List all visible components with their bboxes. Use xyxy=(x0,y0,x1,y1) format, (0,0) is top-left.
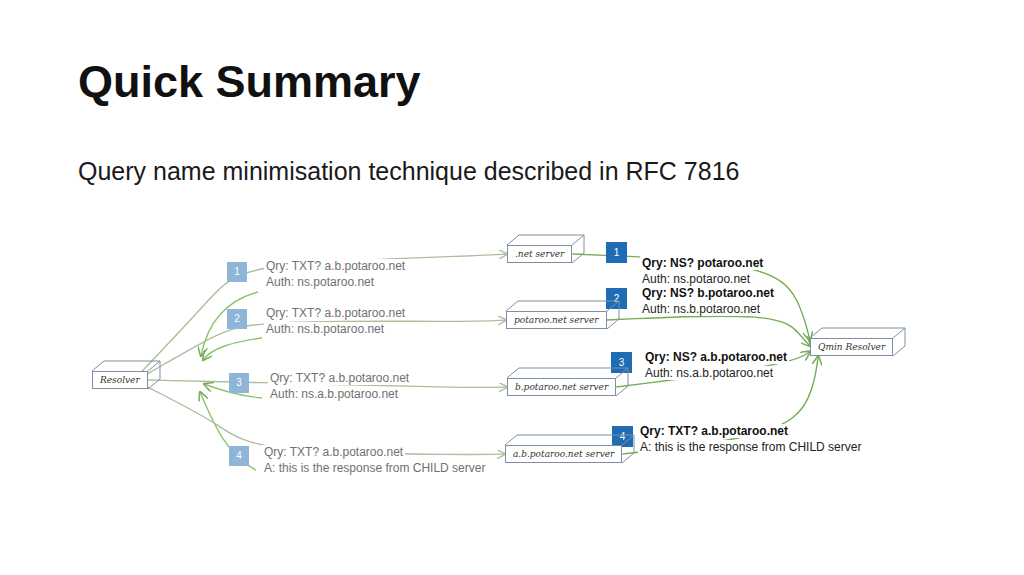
message-text: Qry: NS? b.potaroo.net xyxy=(640,286,776,300)
box-depth xyxy=(506,311,607,329)
box-depth-line xyxy=(92,361,160,389)
callout-number: 1 xyxy=(227,262,247,282)
server-box: Qmin Resolver xyxy=(810,338,893,356)
message-text: Auth: ns.a.b.potaroo.net xyxy=(643,366,775,380)
box-label: b.potaroo.net server xyxy=(515,382,608,392)
box-label: Qmin Resolver xyxy=(818,342,885,352)
query-arrow xyxy=(607,316,810,346)
message-text: Qry: TXT? a.b.potaroo.net xyxy=(264,259,407,273)
box-depth-line xyxy=(506,301,619,329)
slide-subtitle: Query name minimisation technique descri… xyxy=(78,157,739,186)
message-text: A: this is the response from CHILD serve… xyxy=(638,440,863,454)
return-arrow xyxy=(200,392,256,470)
box-depth xyxy=(505,445,622,463)
callout-number: 1 xyxy=(606,242,627,263)
query-arrow xyxy=(142,254,507,371)
message-text: Auth: ns.b.potaroo.net xyxy=(264,322,386,336)
callout-number: 2 xyxy=(227,309,247,329)
message-text: Qry: TXT? a.b.potaroo.net xyxy=(268,371,411,385)
query-arrow xyxy=(572,254,810,341)
box-depth-line xyxy=(505,435,634,463)
server-box: .net server xyxy=(507,245,572,263)
box-label: a.b.potaroo.net server xyxy=(513,449,614,459)
box-depth xyxy=(810,338,893,356)
box-depth xyxy=(507,378,616,396)
query-arrow xyxy=(148,320,506,374)
message-text: Qry: TXT? a.b.potaroo.net xyxy=(638,424,790,438)
box-depth-line xyxy=(507,368,628,396)
message-text: Qry: TXT? a.b.potaroo.net xyxy=(262,445,405,459)
callout-number: 4 xyxy=(612,426,633,447)
message-text: Auth: ns.potaroo.net xyxy=(640,272,752,286)
message-text: Auth: ns.potaroo.net xyxy=(264,275,376,289)
box-depth-line xyxy=(507,235,584,263)
message-text: Qry: NS? a.b.potaroo.net xyxy=(643,350,789,364)
server-box: Resolver xyxy=(92,371,148,389)
callout-number: 3 xyxy=(611,352,632,373)
callout-number: 2 xyxy=(606,288,627,309)
box-depth xyxy=(92,371,148,389)
box-label: potaroo.net server xyxy=(514,315,599,325)
message-text: Auth: ns.b.potaroo.net xyxy=(640,302,762,316)
return-arrow xyxy=(201,292,258,356)
message-text: Qry: TXT? a.b.potaroo.net xyxy=(264,306,407,320)
box-depth-line xyxy=(810,328,905,356)
message-text: A: this is the response from CHILD serve… xyxy=(262,461,487,475)
return-arrow xyxy=(203,338,262,360)
message-text: Qry: NS? potaroo.net xyxy=(640,256,765,270)
server-box: potaroo.net server xyxy=(506,311,607,329)
box-label: .net server xyxy=(515,249,564,259)
box-label: Resolver xyxy=(100,375,140,385)
box-depth xyxy=(507,245,572,263)
server-box: b.potaroo.net server xyxy=(507,378,616,396)
callout-number: 4 xyxy=(229,446,249,466)
slide-title: Quick Summary xyxy=(78,56,421,108)
callout-number: 3 xyxy=(229,373,249,393)
message-text: Auth: ns.a.b.potaroo.net xyxy=(268,387,400,401)
server-box: a.b.potaroo.net server xyxy=(505,445,622,463)
